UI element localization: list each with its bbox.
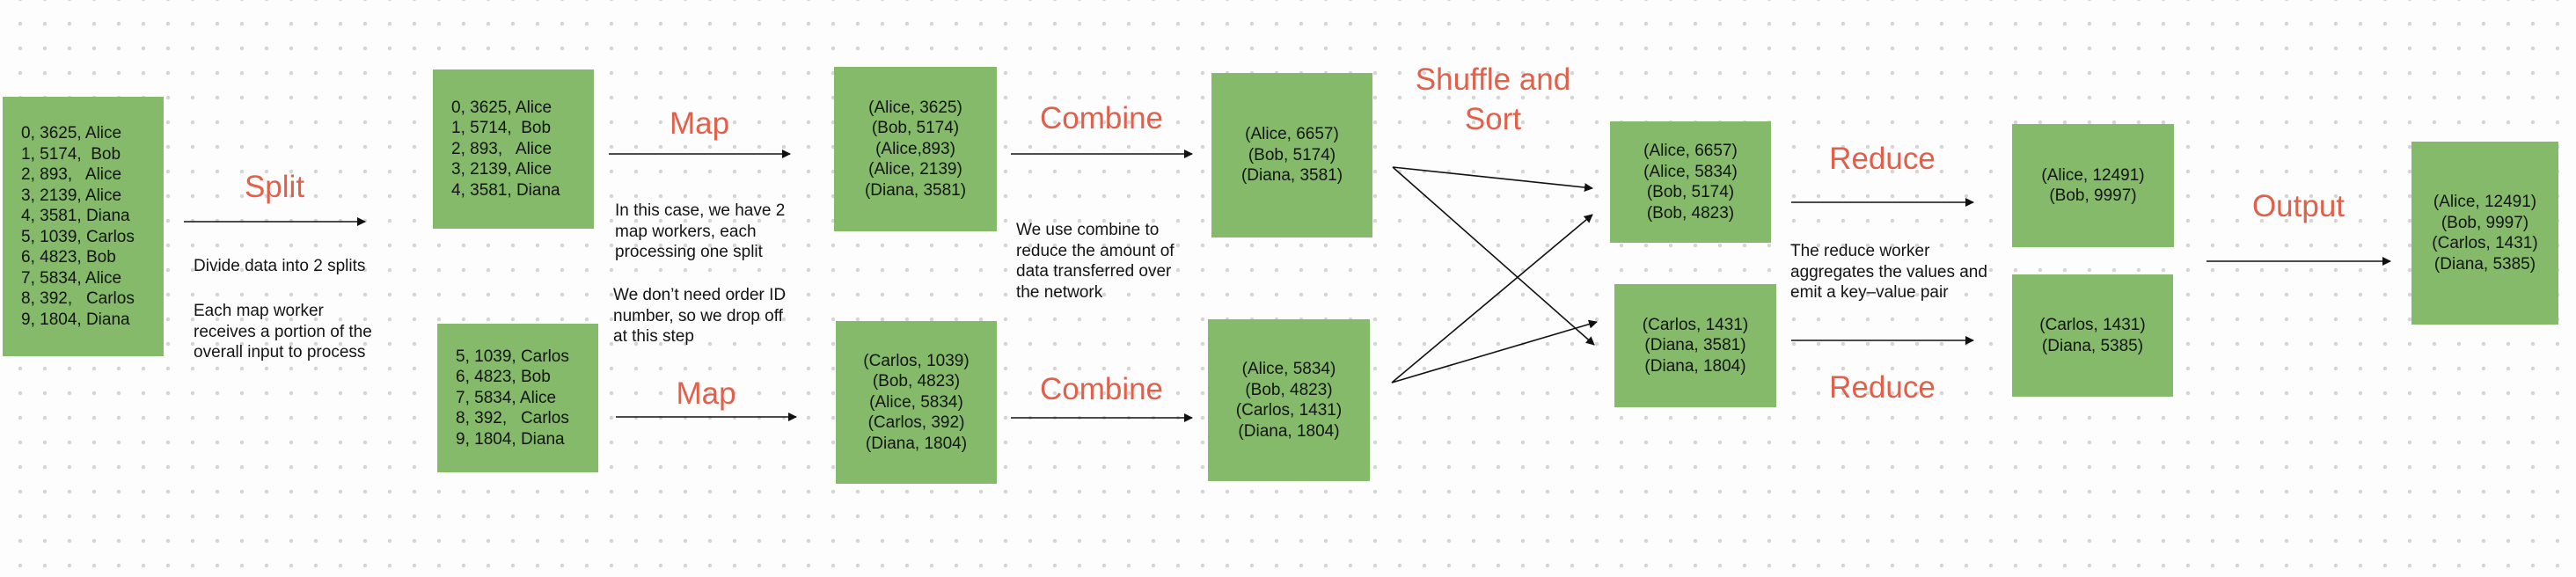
reduce-stage-label-top[interactable]: Reduce (1829, 142, 1936, 176)
map-note-workers[interactable]: In this case, we have 2 map workers, eac… (615, 201, 786, 261)
reduce-note[interactable]: The reduce worker aggregates the values … (1790, 242, 1987, 302)
combine-output-top-box[interactable]: (Alice, 6657) (Bob, 5174) (Diana, 3581) (1211, 73, 1372, 237)
output-stage-label[interactable]: Output (2251, 189, 2345, 223)
split-top-box[interactable]: 0, 3625, Alice 1, 5714, Bob 2, 893, Alic… (433, 69, 594, 229)
reduce-stage-label-bottom[interactable]: Reduce (1829, 370, 1936, 405)
reduce-output-bottom-box[interactable]: (Carlos, 1431) (Diana, 5385) (2012, 274, 2173, 397)
final-output-box[interactable]: (Alice, 12491) (Bob, 9997) (Carlos, 1431… (2411, 142, 2558, 325)
map-note-order-id[interactable]: We don’t need order ID number, so we dro… (613, 286, 787, 346)
split-stage-label[interactable]: Split (244, 170, 305, 204)
map-output-top-box[interactable]: (Alice, 3625) (Bob, 5174) (Alice,893) (A… (834, 67, 997, 231)
combine-stage-label-bottom[interactable]: Combine (1039, 372, 1164, 406)
combine-output-bottom-box[interactable]: (Alice, 5834) (Bob, 4823) (Carlos, 1431)… (1208, 319, 1370, 481)
combine-note[interactable]: We use combine to reduce the amount of d… (1016, 221, 1175, 302)
shuffle-arrow-top-to-top[interactable] (1392, 166, 1593, 193)
map-stage-label-top[interactable]: Map (669, 106, 730, 141)
reduce-output-top-box[interactable]: (Alice, 12491) (Bob, 9997) (2012, 124, 2174, 247)
shuffle-arrow-bottom-to-bottom[interactable] (1391, 319, 1598, 383)
shuffle-output-bottom-box[interactable]: (Carlos, 1431) (Diana, 3581) (Diana, 180… (1614, 284, 1776, 407)
shuffle-arrow-bottom-to-top[interactable] (1391, 214, 1593, 383)
map-output-bottom-box[interactable]: (Carlos, 1039) (Bob, 4823) (Alice, 5834)… (836, 321, 997, 484)
split-note-worker[interactable]: Each map worker receives a portion of th… (194, 302, 372, 362)
shuffle-output-top-box[interactable]: (Alice, 6657) (Alice, 5834) (Bob, 5174) … (1610, 121, 1771, 243)
shuffle-and-sort-stage-label[interactable]: Shuffle and Sort (1415, 62, 1571, 136)
split-note-divide[interactable]: Divide data into 2 splits (194, 257, 366, 275)
map-stage-label-bottom[interactable]: Map (676, 376, 736, 411)
input-data-box[interactable]: 0, 3625, Alice 1, 5174, Bob 2, 893, Alic… (3, 97, 164, 356)
combine-stage-label-top[interactable]: Combine (1039, 101, 1164, 135)
split-bottom-box[interactable]: 5, 1039, Carlos 6, 4823, Bob 7, 5834, Al… (437, 324, 598, 472)
shuffle-arrow-top-to-bottom[interactable] (1392, 166, 1595, 346)
